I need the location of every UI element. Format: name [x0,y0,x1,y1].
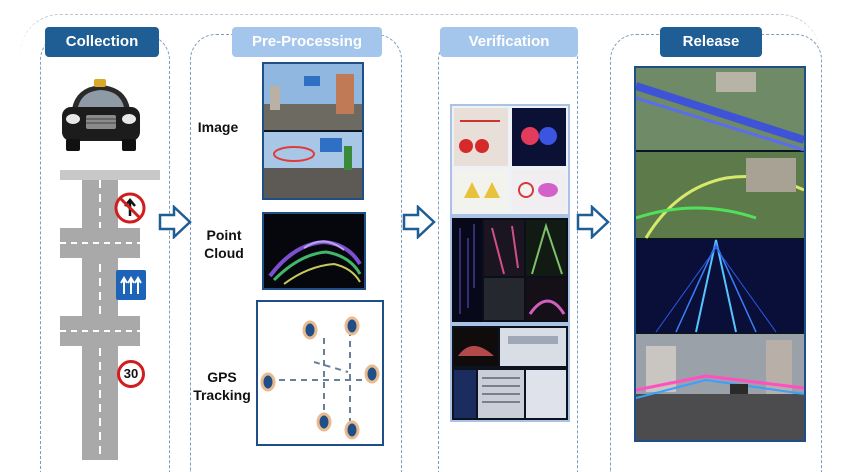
top-dashed-line [20,14,820,55]
car-icon [62,79,140,151]
flow-arrow-icon [402,205,436,239]
gps-tracking-sample [256,300,384,446]
point-cloud-label: Point Cloud [204,227,244,261]
image-samples [262,62,364,200]
image-label: Image [197,119,239,135]
collection-tag: Collection [45,27,159,57]
no-left-turn-sign-icon [114,192,146,224]
preprocessing-tag: Pre-Processing [232,27,382,57]
speed-limit-sign-icon: 30 [117,360,145,388]
verification-tag: Verification [440,27,578,57]
flow-arrow-icon [158,205,192,239]
lane-sign-icon [116,270,146,300]
release-map-samples [634,66,806,442]
verification-pointcloud-samples [450,216,570,324]
gps-tracking-label: GPS Tracking [193,369,251,403]
flow-arrow-icon [576,205,610,239]
verification-sign-samples [450,104,570,216]
release-tag: Release [660,27,762,57]
road-illustration [60,170,160,460]
point-cloud-sample [262,212,366,290]
verification-scan-samples [450,324,570,422]
